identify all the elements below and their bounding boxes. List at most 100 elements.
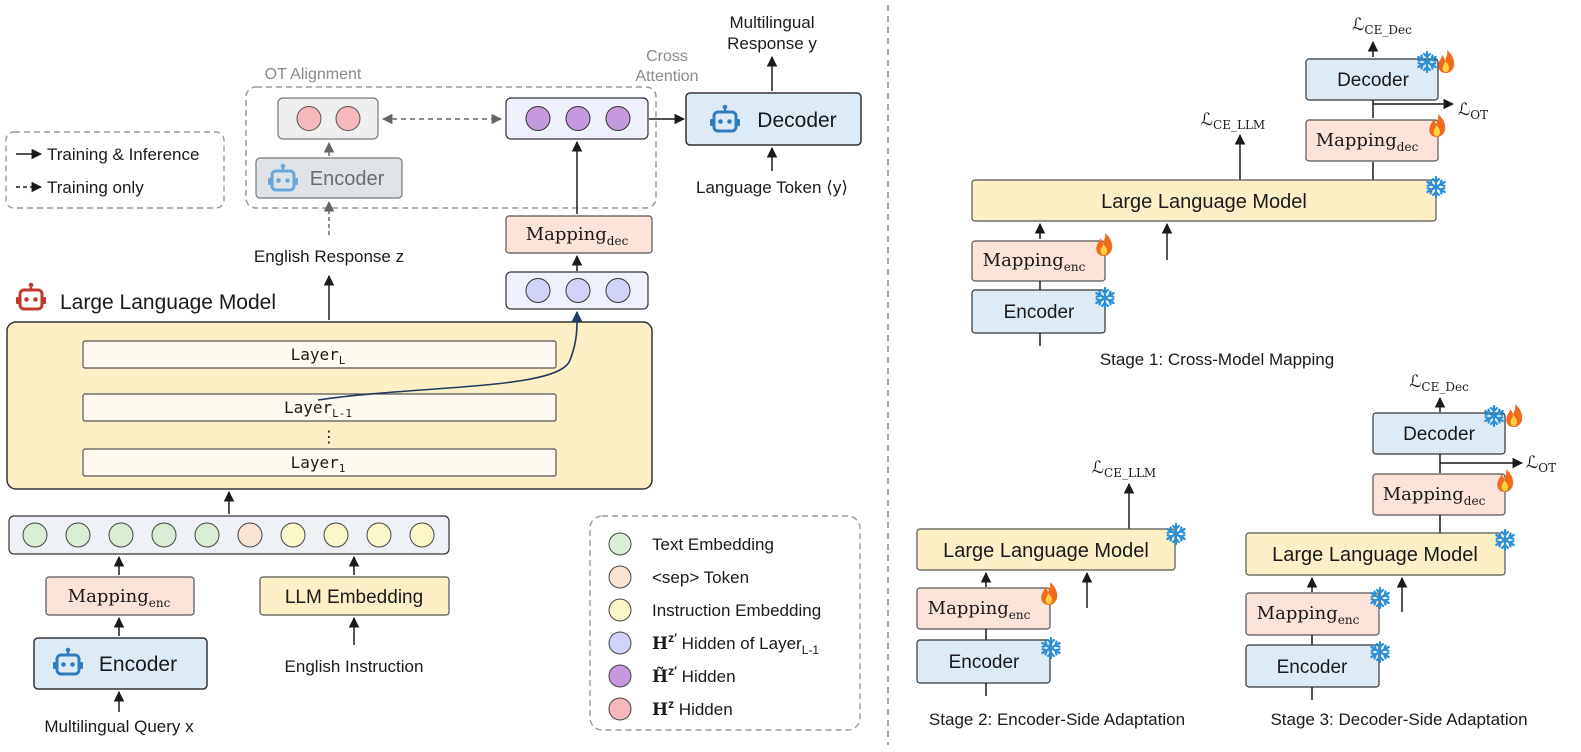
legend-swatch-circle [608, 697, 632, 721]
layer-L-box [82, 340, 557, 369]
htilde-circle [565, 106, 591, 131]
htilde-circle [525, 106, 551, 131]
legend-item-label: <sep> Token [652, 568, 749, 587]
text-embedding-circle [108, 522, 134, 548]
trainable-fire-icon [1497, 469, 1514, 492]
stage1-loss-llm: ℒCE_LLM [1201, 110, 1265, 132]
cross-attention-label-2: Attention [635, 68, 698, 85]
layer-to-hz-prime-curve [317, 310, 583, 401]
llm-embedding-box [259, 576, 450, 616]
stage1-llm-label: Large Language Model [1101, 191, 1307, 213]
mapping-enc-label: Mappingenc [68, 586, 171, 610]
circle-legend [589, 515, 861, 731]
legend-swatch-circle [608, 532, 632, 556]
stage2-loss-llm: ℒCE_LLM [1092, 458, 1156, 480]
layers-ellipsis: ⋮ [321, 429, 337, 446]
cross-attention-label-1: Cross [646, 48, 688, 65]
instruction-embedding-circle [323, 522, 349, 548]
encoder-bottom-box [33, 637, 208, 690]
stage3-loss-dec: ℒCE_Dec [1409, 372, 1469, 394]
legend-item-label: Text Embedding [652, 535, 774, 554]
legend-training-only: Training only [47, 178, 144, 197]
ot-alignment-label: OT Alignment [265, 66, 362, 83]
legend-swatch-circle [608, 598, 632, 622]
multilingual-response-label-1: Multilingual [729, 13, 814, 32]
hz-hidden-box [277, 97, 379, 140]
stage2-encoder-box [916, 639, 1051, 684]
legend-item-label: Hz′ Hidden of LayerL-1 [652, 631, 819, 657]
text-embedding-circle [65, 522, 91, 548]
stage1-llm-box [971, 179, 1437, 222]
layer-L-1-box [82, 393, 557, 422]
mapping-dec-label: Mappingdec [526, 224, 629, 248]
legend-swatch-circle [608, 631, 632, 655]
arrow-legend [5, 131, 225, 209]
legend-item-label: Instruction Embedding [652, 601, 821, 620]
instruction-embedding-circle [409, 522, 435, 548]
llm-embedding-label: LLM Embedding [285, 587, 423, 608]
stage1-mapping-enc-box [971, 240, 1106, 282]
text-embedding-circle [151, 522, 177, 548]
stage3-decoder-box [1372, 412, 1506, 455]
sep-token-circle [237, 522, 263, 548]
stage3-caption: Stage 3: Decoder-Side Adaptation [1270, 710, 1527, 729]
stage2-llm-label: Large Language Model [943, 540, 1149, 562]
encoder-bottom-label: Encoder [99, 653, 177, 676]
stage1-decoder-box [1305, 58, 1439, 101]
language-token-label: Language Token ⟨y⟩ [696, 178, 848, 197]
layer-L-1-label: LayerL-1 [284, 398, 352, 420]
hz-circle [335, 106, 361, 131]
htilde-circle [605, 106, 631, 131]
stage3-llm-box [1245, 532, 1506, 576]
stage1-loss-ot: ℒOT [1458, 100, 1488, 122]
robot-red-icon [14, 281, 48, 311]
instruction-embedding-circle [366, 522, 392, 548]
trainable-fire-icon [1429, 114, 1446, 137]
encoder-top-label: Encoder [310, 168, 385, 190]
decoder-label: Decoder [757, 109, 836, 132]
multilingual-response-label-2: Response y [727, 34, 817, 53]
stage3-mapping-dec-label: Mappingdec [1383, 484, 1486, 508]
legend-item-label: Hz Hidden [652, 697, 733, 720]
ot-region [245, 86, 657, 209]
legend-item-label: H̃z′ Hidden [652, 664, 736, 687]
trainable-fire-icon [1438, 50, 1455, 73]
stage2-mapping-enc-label: Mappingenc [928, 598, 1031, 622]
legend-swatch-circle [608, 565, 632, 589]
stage3-encoder-label: Encoder [1277, 657, 1348, 678]
layer-L-label: LayerL [291, 345, 346, 367]
stage1-mapping-dec-label: Mappingdec [1316, 130, 1419, 154]
legend-swatch-circle [608, 664, 632, 688]
instruction-embedding-circle [280, 522, 306, 548]
hz-prime-circle [565, 278, 591, 303]
hz-prime-circle [525, 278, 551, 303]
stage3-mapping-dec-box [1372, 473, 1506, 516]
english-instruction-label: English Instruction [285, 657, 424, 676]
stage1-decoder-label: Decoder [1337, 70, 1409, 91]
trainable-fire-icon [1041, 582, 1058, 605]
stage3-llm-label: Large Language Model [1272, 544, 1478, 566]
stage3-loss-ot: ℒOT [1526, 453, 1556, 475]
text-embedding-circle [22, 522, 48, 548]
stage1-encoder-box [971, 289, 1106, 334]
hz-prime-circle [605, 278, 631, 303]
legend-training-inference: Training & Inference [47, 145, 199, 164]
stage1-caption: Stage 1: Cross-Model Mapping [1100, 350, 1334, 369]
multilingual-query-label: Multilingual Query x [44, 717, 194, 736]
mapping-enc-box [45, 576, 195, 616]
stage2-mapping-enc-box [916, 587, 1051, 630]
text-embedding-circle [194, 522, 220, 548]
layer-1-box [82, 448, 557, 477]
stage3-decoder-label: Decoder [1403, 424, 1475, 445]
stage2-llm-box [916, 528, 1176, 571]
hz-circle [296, 106, 322, 131]
llm-title: Large Language Model [60, 291, 276, 314]
english-response-label: English Response z [254, 247, 404, 266]
stage2-encoder-label: Encoder [949, 652, 1020, 673]
trainable-fire-icon [1096, 233, 1113, 256]
input-embedding-circles [22, 522, 435, 548]
mapping-dec-box [505, 215, 653, 254]
stage1-loss-dec: ℒCE_Dec [1352, 15, 1412, 37]
